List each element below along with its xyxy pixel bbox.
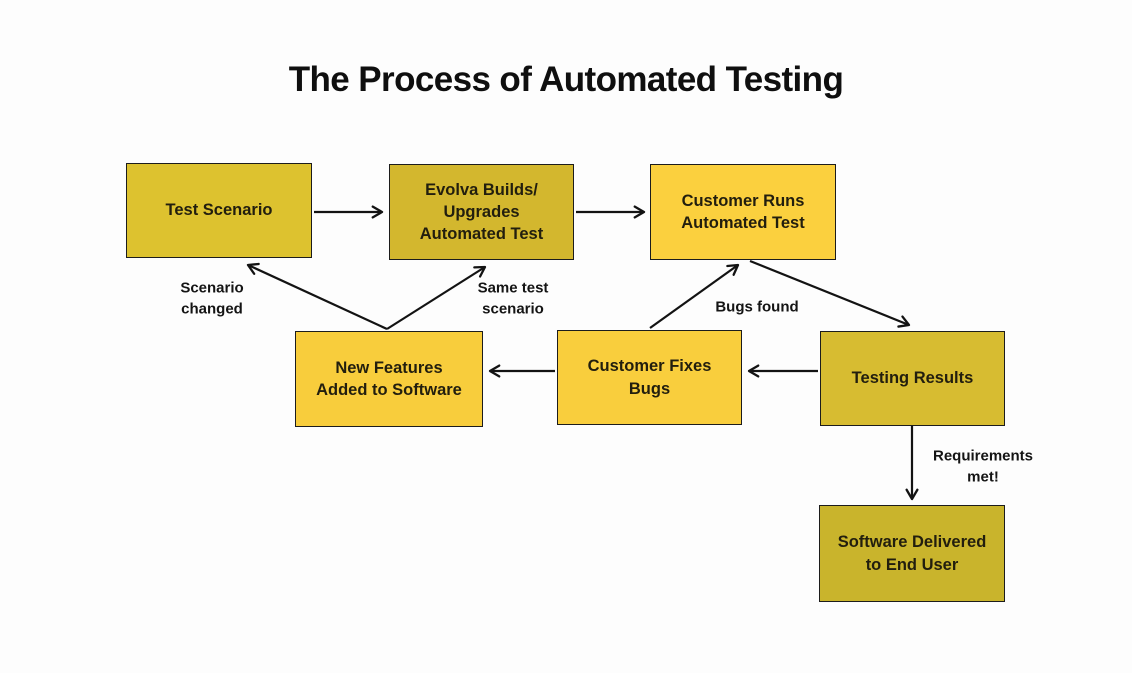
- node-label-line: Upgrades: [443, 202, 520, 221]
- edge-label-line: Same test: [477, 279, 549, 297]
- edge-new-features-to-test-scenario: [246, 262, 388, 330]
- node-label-line: Customer Fixes: [587, 357, 712, 376]
- node-label-line: to End User: [865, 555, 959, 574]
- page-title: The Process of Automated Testing: [288, 60, 844, 99]
- node-label-line: New Features: [335, 358, 443, 377]
- node-software-delivered-to-end-user: Software Delivered to End User: [819, 505, 1005, 602]
- edge-label-line: scenario: [482, 301, 544, 318]
- edge-label-line: met!: [967, 469, 999, 486]
- edge-new-features-to-evolva: [386, 265, 487, 330]
- node-label-line: Automated Test: [419, 225, 544, 244]
- edge-label-line: Requirements: [932, 447, 1034, 465]
- edge-label-requirements-met: Requirements met!: [933, 446, 1033, 489]
- edge-label-bugs-found: Bugs found: [715, 296, 798, 317]
- node-label-line: Testing Results: [851, 369, 974, 388]
- node-test-scenario: Test Scenario: [126, 163, 312, 258]
- node-label-line: Bugs: [628, 379, 671, 398]
- node-label-line: Evolva Builds/: [425, 180, 538, 199]
- node-label-line: Test Scenario: [165, 201, 273, 220]
- edge-label-line: changed: [181, 301, 243, 318]
- node-label-line: Added to Software: [316, 381, 462, 399]
- edge-label-scenario-changed: Scenario changed: [180, 278, 243, 321]
- edge-customer-runs-to-testing-results: [749, 259, 911, 328]
- node-label-line: Customer Runs: [681, 191, 805, 210]
- node-label-line: Software Delivered: [837, 533, 987, 552]
- edge-label-line: Scenario: [180, 279, 244, 297]
- edge-label-same-test-scenario: Same test scenario: [478, 278, 549, 321]
- node-testing-results: Testing Results: [820, 331, 1005, 426]
- edge-label-line: Bugs found: [715, 298, 799, 316]
- node-label-line: Automated Test: [681, 214, 805, 232]
- edge-customer-fixes-to-customer-runs: [649, 263, 740, 329]
